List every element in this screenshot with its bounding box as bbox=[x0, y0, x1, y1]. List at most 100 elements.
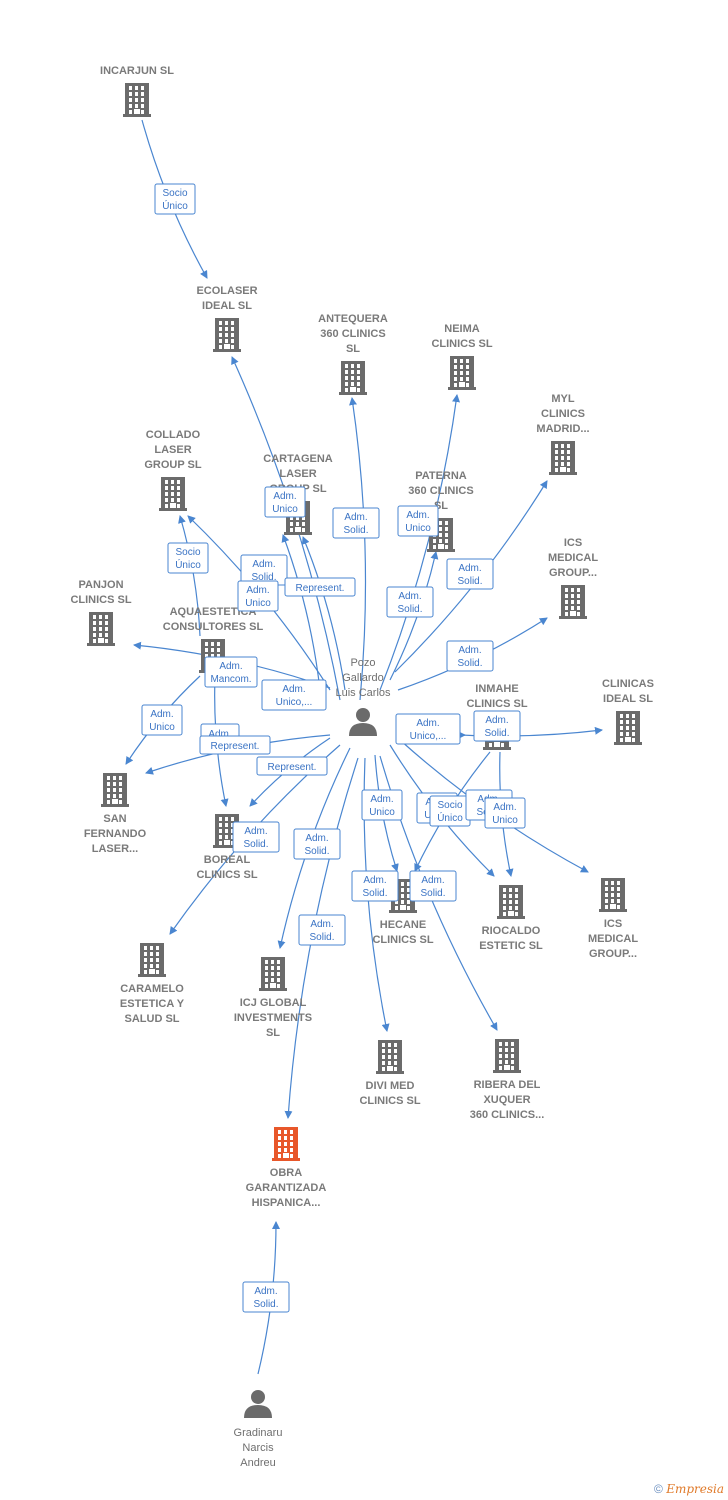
node-label: LASER bbox=[279, 468, 316, 480]
node-label: CLINICAS bbox=[602, 678, 654, 690]
building-icon bbox=[614, 711, 642, 745]
building-icon bbox=[493, 1039, 521, 1073]
role-badge[interactable]: Adm.Mancom. bbox=[204, 656, 258, 688]
node-incarjun[interactable]: INCARJUN SL bbox=[100, 65, 174, 117]
role-label: Unico,... bbox=[276, 697, 313, 708]
brand-logo[interactable]: Empresia bbox=[666, 1482, 724, 1496]
role-badge[interactable]: Adm.Solid. bbox=[240, 554, 288, 586]
footer-credit: © Empresia bbox=[654, 1482, 724, 1496]
node-label: GROUP SL bbox=[144, 459, 202, 471]
node-icsmed1[interactable]: ICSMEDICALGROUP... bbox=[548, 537, 598, 619]
node-label: IDEAL SL bbox=[202, 300, 252, 312]
role-label: Adm. bbox=[208, 729, 231, 740]
role-label: Único bbox=[162, 199, 188, 212]
node-label: 360 CLINICS... bbox=[470, 1109, 545, 1121]
role-badge[interactable]: Represent. bbox=[256, 756, 328, 776]
role-badge[interactable]: Adm.Unico bbox=[484, 797, 526, 829]
building-icon bbox=[87, 612, 115, 646]
building-icon bbox=[448, 356, 476, 390]
node-label: GROUP... bbox=[549, 567, 597, 579]
role-badge[interactable]: Represent. bbox=[284, 577, 356, 597]
role-badge[interactable]: Adm.Unico bbox=[264, 486, 306, 518]
role-badge[interactable]: Adm.Solid. bbox=[293, 828, 341, 860]
role-label: Unico bbox=[149, 722, 175, 733]
role-badge[interactable]: Adm.Unico,... bbox=[261, 679, 327, 711]
role-label: Adm. bbox=[254, 1286, 277, 1297]
role-label: Solid. bbox=[457, 576, 482, 587]
role-badge[interactable]: Adm.Solid. bbox=[446, 640, 494, 672]
role-badge[interactable]: Adm.Solid. bbox=[242, 1281, 290, 1313]
role-label: Adm. bbox=[406, 510, 429, 521]
building-icon bbox=[159, 477, 187, 511]
role-badge[interactable]: Adm. Solid. bbox=[446, 558, 494, 590]
node-sanfernando[interactable]: SANFERNANDOLASER... bbox=[84, 773, 147, 855]
role-badge[interactable]: Adm.Solid. bbox=[409, 870, 457, 902]
role-label: Solid. bbox=[243, 839, 268, 850]
role-badge[interactable]: Adm.Solid. bbox=[473, 710, 521, 742]
node-myl[interactable]: MYLCLINICSMADRID... bbox=[536, 393, 590, 475]
role-label: Represent. bbox=[211, 741, 260, 752]
node-label: PATERNA bbox=[415, 470, 467, 482]
role-label: Adm. bbox=[458, 645, 481, 656]
edge-aquaestetica-to-collado bbox=[178, 515, 201, 637]
role-label: Solid. bbox=[362, 888, 387, 899]
node-label: RIBERA DEL bbox=[474, 1079, 541, 1091]
role-badge[interactable]: Adm.Solid. bbox=[232, 821, 280, 853]
role-label: Mancom. bbox=[210, 674, 251, 685]
node-label: ICJ GLOBAL bbox=[240, 997, 307, 1009]
node-label: Narcis bbox=[242, 1442, 274, 1454]
role-badge[interactable]: Adm.Unico bbox=[397, 505, 439, 537]
node-label: MEDICAL bbox=[548, 552, 598, 564]
role-badge[interactable]: Adm.Solid. bbox=[332, 507, 380, 539]
node-icsmed2[interactable]: ICSMEDICALGROUP... bbox=[588, 878, 638, 960]
node-label: Andreu bbox=[240, 1457, 275, 1469]
role-label: Adm. bbox=[458, 563, 481, 574]
copyright-icon: © bbox=[654, 1482, 663, 1496]
role-badge[interactable]: Represent. bbox=[199, 735, 271, 755]
role-label: Adm. bbox=[398, 591, 421, 602]
role-badge[interactable]: Adm. Solid. bbox=[351, 870, 399, 902]
node-label: BOREAL bbox=[204, 854, 251, 866]
role-badge[interactable]: Adm.Unico bbox=[237, 580, 279, 612]
node-label: LASER... bbox=[92, 843, 138, 855]
building-icon bbox=[549, 441, 577, 475]
role-badge[interactable]: Adm.Unico,... bbox=[395, 713, 461, 745]
role-label: Unico bbox=[245, 598, 271, 609]
role-badge[interactable]: Adm.Unico bbox=[361, 789, 403, 821]
role-label: Adm. bbox=[363, 875, 386, 886]
node-label: INCARJUN SL bbox=[100, 65, 174, 77]
edge-pozo-to-cartagena bbox=[281, 534, 321, 691]
node-obra[interactable]: OBRAGARANTIZADAHISPANICA... bbox=[246, 1127, 327, 1209]
role-label: Adm. bbox=[150, 709, 173, 720]
building-icon bbox=[339, 361, 367, 395]
role-label: Solid. bbox=[484, 728, 509, 739]
role-badge[interactable]: Adm.Solid. bbox=[298, 914, 346, 946]
node-label: CLINICS SL bbox=[431, 338, 492, 350]
role-badge[interactable]: Adm. Unico bbox=[141, 704, 183, 736]
node-label: RIOCALDO bbox=[482, 925, 541, 937]
node-label: SL bbox=[346, 343, 360, 355]
edge-pozo-to-neima bbox=[379, 394, 461, 691]
role-label: Represent. bbox=[268, 762, 317, 773]
role-badge[interactable]: Adm.Solid. bbox=[386, 586, 434, 618]
role-label: Adm. bbox=[493, 802, 516, 813]
node-label: MEDICAL bbox=[588, 933, 638, 945]
